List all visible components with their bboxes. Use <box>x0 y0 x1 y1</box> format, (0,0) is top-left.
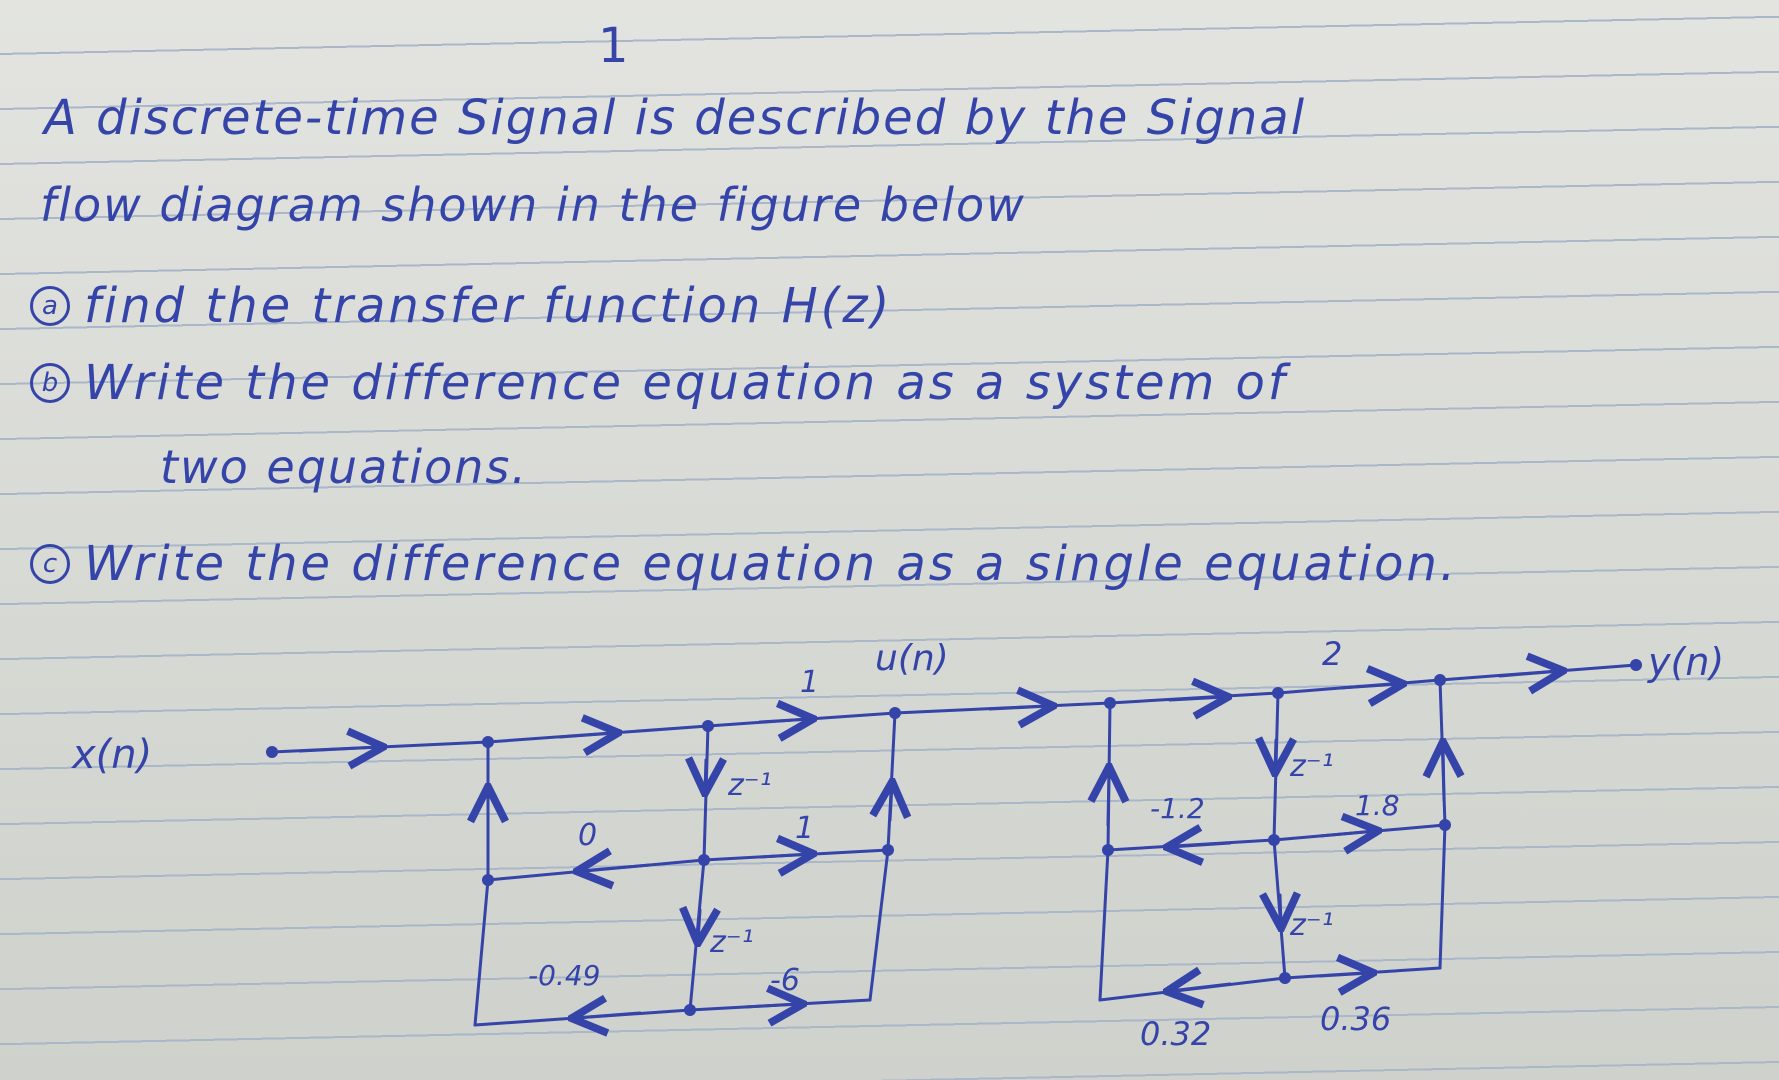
node <box>702 720 714 732</box>
part-b-marker: b <box>30 363 70 403</box>
node <box>1104 697 1116 709</box>
left-left-gain-label: 0 <box>578 818 597 853</box>
node <box>1439 819 1451 831</box>
problem-statement-line-2: flow diagram shown in the figure below <box>40 178 1026 232</box>
node <box>1434 674 1446 686</box>
part-b-text: Write the difference equation as a syste… <box>84 355 1288 411</box>
left-bottom-left-gain-label: -0.49 <box>528 959 600 992</box>
node <box>684 1004 696 1016</box>
node <box>482 874 494 886</box>
node <box>882 844 894 856</box>
right-bottom-right-gain-label: 0.36 <box>1320 1000 1391 1038</box>
part-c-text: Write the difference equation as a singl… <box>84 536 1459 592</box>
part-a-text: find the transfer function H(z) <box>84 278 893 334</box>
left-right-gain-label: 1 <box>795 811 814 846</box>
right-delay-1-label: z⁻¹ <box>1289 749 1334 784</box>
right-top-gain-label: 2 <box>1322 635 1342 673</box>
node <box>482 736 494 748</box>
input-node <box>266 746 278 758</box>
left-delay-2-label: z⁻¹ <box>709 925 754 960</box>
part-b-continuation: two equations. <box>160 440 528 494</box>
intermediate-label: u(n) <box>875 638 949 679</box>
left-top-gain-label: 1 <box>800 665 819 700</box>
right-bottom-left-gain-label: 0.32 <box>1140 1015 1211 1053</box>
part-a-marker: a <box>30 286 70 326</box>
right-right-gain-label: 1.8 <box>1355 789 1400 822</box>
left-bottom-right-gain-label: -6 <box>770 963 800 998</box>
node <box>1102 844 1114 856</box>
problem-statement-line-1: A discrete-time Signal is described by t… <box>44 90 1307 146</box>
node <box>698 854 710 866</box>
node <box>1279 972 1291 984</box>
node <box>1268 834 1280 846</box>
input-label: x(n) <box>70 732 152 778</box>
right-delay-2-label: z⁻¹ <box>1289 908 1334 943</box>
page-number: 1 <box>598 18 631 74</box>
part-b: b Write the difference equation as a sys… <box>30 355 1288 411</box>
node <box>1272 687 1284 699</box>
part-c: c Write the difference equation as a sin… <box>30 536 1458 592</box>
output-node <box>1630 659 1642 671</box>
part-c-marker: c <box>30 544 70 584</box>
output-label: y(n) <box>1647 640 1724 684</box>
right-left-gain-label: -1.2 <box>1150 792 1205 825</box>
node <box>889 707 901 719</box>
left-delay-1-label: z⁻¹ <box>727 768 772 803</box>
part-a: a find the transfer function H(z) <box>30 278 892 334</box>
